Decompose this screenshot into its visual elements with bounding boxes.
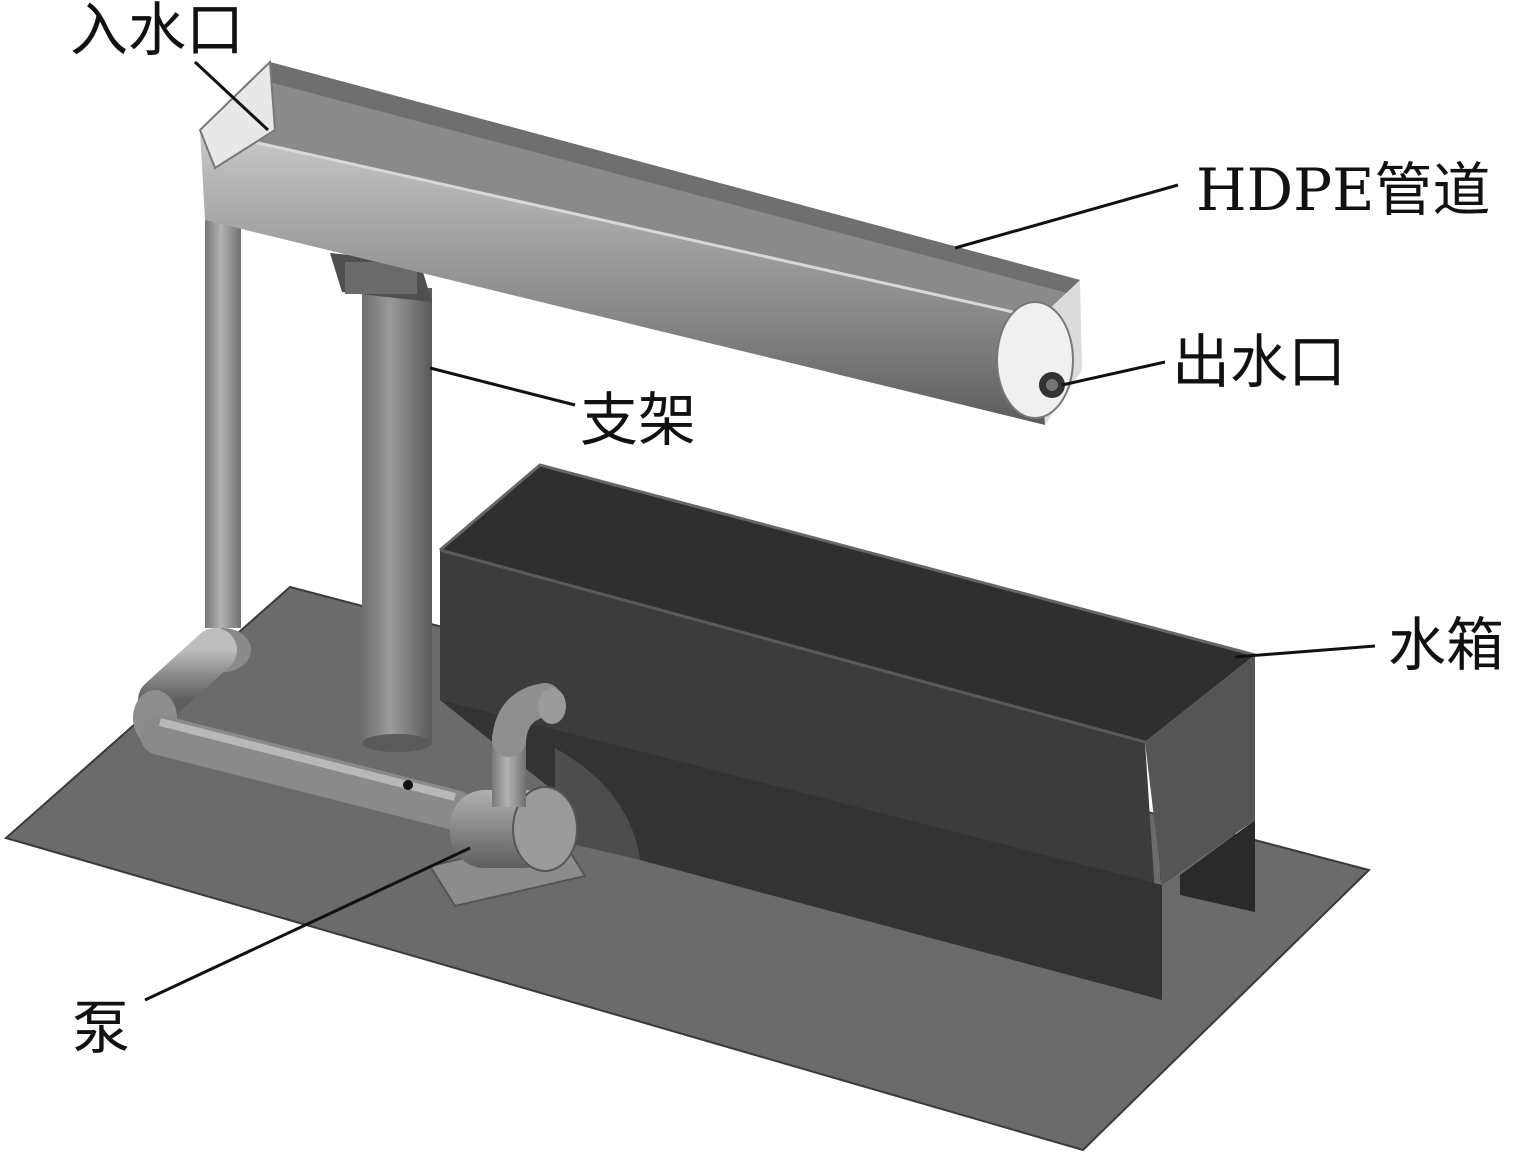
label-inlet: 入水口 bbox=[70, 0, 244, 64]
support-column bbox=[330, 253, 432, 752]
label-pump: 泵 bbox=[72, 994, 130, 1062]
label-pipe: HDPE管道 bbox=[1196, 156, 1490, 224]
label-tank: 水箱 bbox=[1388, 611, 1504, 679]
leader-support bbox=[429, 366, 576, 407]
leader-inlet bbox=[193, 60, 270, 132]
leader-outlet bbox=[1061, 360, 1166, 387]
leader-pump bbox=[144, 846, 471, 1002]
label-outlet: 出水口 bbox=[1172, 328, 1346, 396]
leader-pipe bbox=[954, 183, 1179, 250]
water-tank bbox=[439, 463, 1256, 1000]
supply-pipe-vertical bbox=[195, 198, 251, 672]
leader-tank bbox=[1234, 644, 1376, 659]
pump bbox=[428, 683, 587, 908]
hdpe-pipe bbox=[198, 59, 1082, 425]
leader-lines bbox=[144, 60, 1376, 1002]
label-support: 支架 bbox=[580, 386, 696, 454]
supply-pipe-horizontal bbox=[133, 628, 475, 830]
labels: 入水口 HDPE管道 出水口 支架 水箱 泵 bbox=[70, 0, 1504, 1062]
